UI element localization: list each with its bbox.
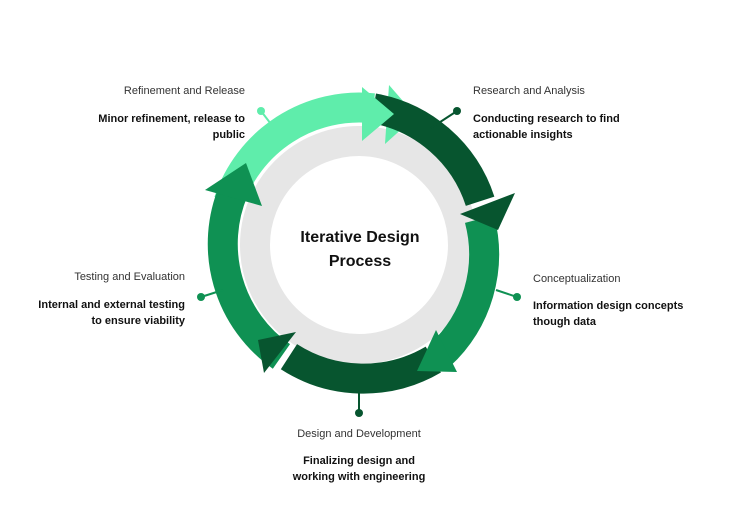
refine-title: Refinement and Release bbox=[123, 85, 245, 97]
research-title: Research and Analysis bbox=[473, 85, 585, 97]
center-title: Iterative Design Process bbox=[280, 226, 440, 274]
arrowhead-refine-top bbox=[362, 87, 394, 141]
connector-design bbox=[355, 391, 363, 417]
refine-desc-line1: Minor refinement, release to bbox=[98, 113, 245, 125]
research-desc-line2: actionable insights bbox=[473, 129, 573, 141]
design-description: Finalizing design and working with engin… bbox=[269, 453, 449, 485]
concept-title: Conceptualization bbox=[533, 273, 621, 285]
design-desc-line2: working with engineering bbox=[292, 471, 426, 483]
arrowhead-design bbox=[258, 332, 296, 373]
center-title-line1: Iterative Design bbox=[300, 229, 420, 246]
design-desc-line1: Finalizing design and bbox=[303, 455, 415, 467]
concept-description: Information design concepts though data bbox=[533, 298, 713, 330]
research-description: Conducting research to find actionable i… bbox=[473, 111, 653, 143]
arc-design-development bbox=[258, 332, 441, 394]
refine-desc-line2: public bbox=[212, 129, 245, 141]
research-desc-line1: Conducting research to find bbox=[473, 113, 620, 125]
testing-desc-line2: to ensure viability bbox=[91, 315, 185, 327]
center-title-line2: Process bbox=[328, 253, 392, 270]
design-title: Design and Development bbox=[297, 428, 421, 440]
connector-testing bbox=[197, 289, 224, 301]
concept-desc-line2: though data bbox=[533, 316, 596, 328]
arrowhead-testing bbox=[205, 163, 262, 206]
connector-refine bbox=[257, 107, 275, 129]
connector-research bbox=[430, 107, 461, 129]
testing-description: Internal and external testing to ensure … bbox=[15, 297, 185, 329]
arrowhead-research bbox=[460, 193, 515, 230]
testing-title: Testing and Evaluation bbox=[74, 271, 185, 283]
refine-description: Minor refinement, release to public bbox=[75, 111, 245, 143]
testing-desc-line1: Internal and external testing bbox=[38, 299, 185, 311]
inner-ring bbox=[240, 126, 478, 364]
arc-conceptualization bbox=[417, 215, 500, 372]
arrowhead-concept bbox=[417, 330, 457, 372]
concept-desc-line1: Information design concepts bbox=[533, 300, 684, 312]
connector-concept bbox=[495, 289, 521, 301]
